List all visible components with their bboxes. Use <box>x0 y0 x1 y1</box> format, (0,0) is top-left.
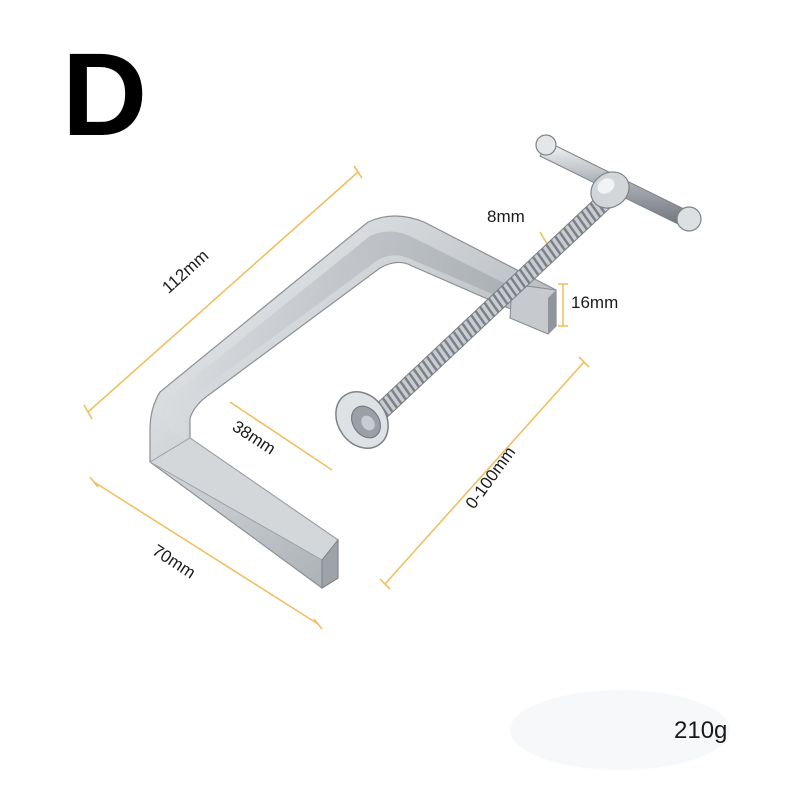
swivel-pad <box>335 391 389 449</box>
shadow-reflection <box>510 690 730 770</box>
length-dimension-line <box>87 171 359 413</box>
screw-label: 8mm <box>487 207 525 226</box>
clamp-frame <box>149 215 557 589</box>
width-dimension-line <box>93 481 319 625</box>
variant-letter: D <box>62 29 148 161</box>
opening-dimension-line <box>384 361 585 585</box>
t-handle <box>535 134 702 232</box>
weight-label: 210g <box>674 717 728 744</box>
thickness-label: 16mm <box>571 293 619 312</box>
throat-dimension-line <box>229 401 333 471</box>
